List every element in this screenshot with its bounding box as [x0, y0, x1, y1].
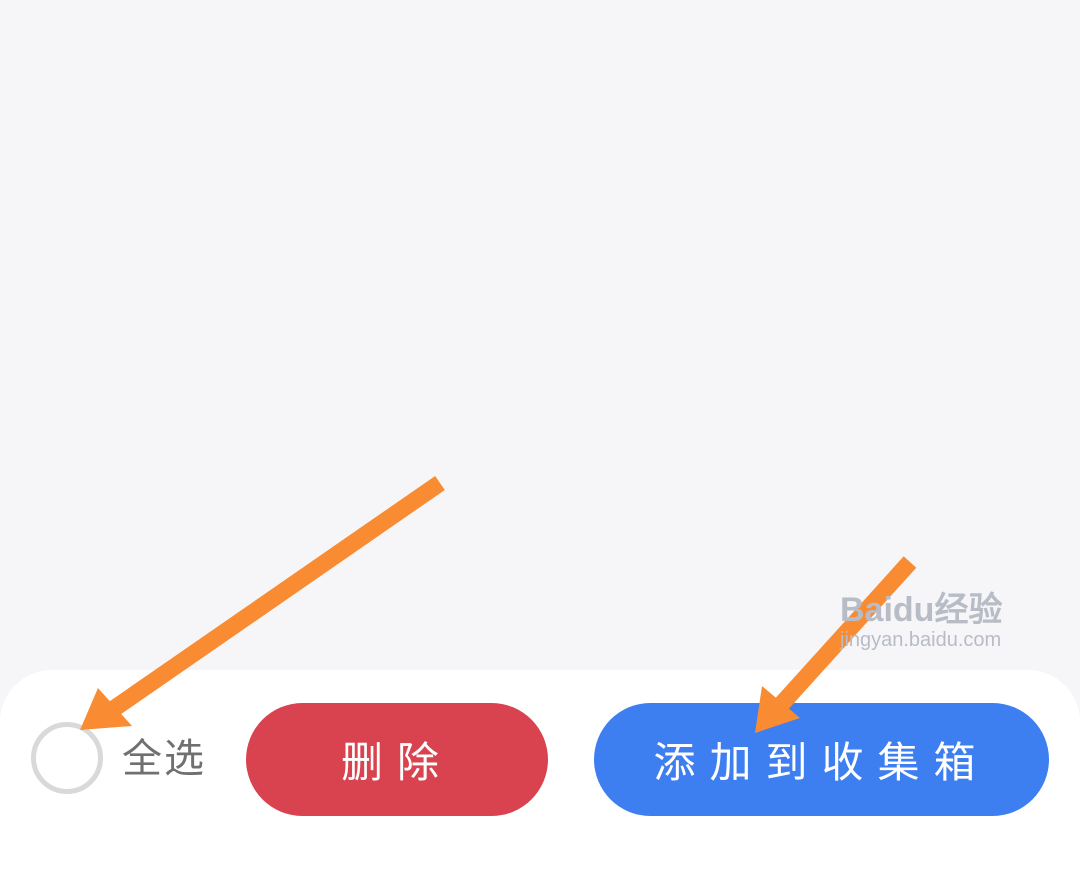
baidu-watermark: Baidu经验 jingyan.baidu.com — [840, 591, 1003, 652]
watermark-logo: Baidu经验 — [840, 591, 1003, 629]
add-to-favorites-button[interactable]: 添加到收集箱 — [594, 703, 1049, 816]
select-all-label[interactable]: 全选 — [122, 736, 206, 782]
watermark-url: jingyan.baidu.com — [840, 629, 1002, 652]
select-all-radio[interactable] — [31, 722, 103, 794]
delete-button[interactable]: 删除 — [246, 703, 548, 816]
